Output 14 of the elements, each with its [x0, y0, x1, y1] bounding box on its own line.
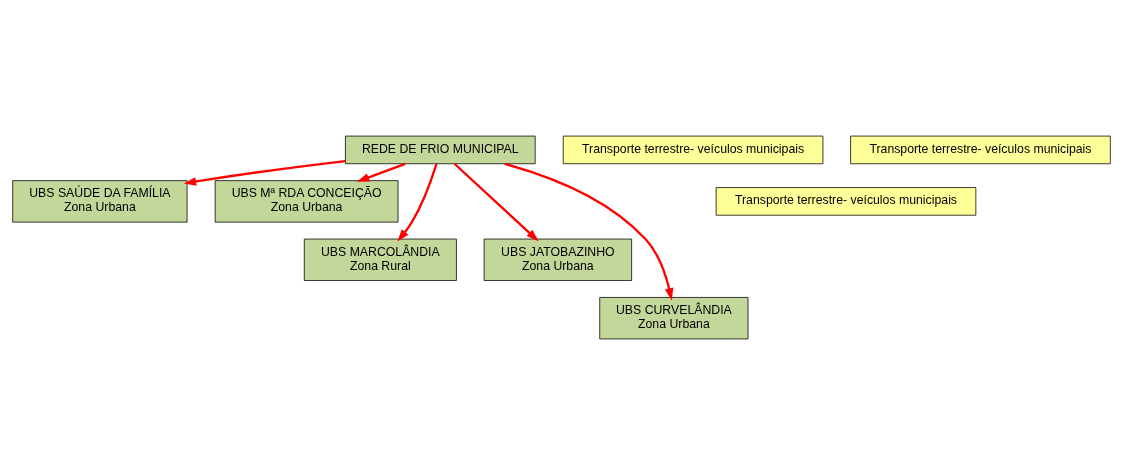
arrow — [504, 162, 674, 301]
node-box: Transporte terrestre- veículos municipais — [562, 135, 824, 165]
node-box: UBS MARCOLÂNDIA Zona Rural — [303, 238, 457, 281]
node-box: UBS Mª RDA CONCEIÇÃO Zona Urbana — [214, 180, 399, 223]
node-box: REDE DE FRIO MUNICIPAL — [345, 135, 536, 165]
arrow — [453, 162, 539, 242]
arrow — [183, 159, 346, 186]
node-box: UBS JATOBAZINHO Zona Urbana — [483, 238, 632, 281]
arrow — [397, 163, 438, 242]
arrow — [356, 162, 406, 182]
node-box: Transporte terrestre- veículos municipais — [850, 135, 1111, 165]
node-box: Transporte terrestre- veículos municipais — [715, 187, 977, 216]
node-box: UBS SAÚDE DA FAMÍLIA Zona Urbana — [12, 180, 188, 223]
node-box: UBS CURVELÂNDIA Zona Urbana — [599, 297, 749, 340]
